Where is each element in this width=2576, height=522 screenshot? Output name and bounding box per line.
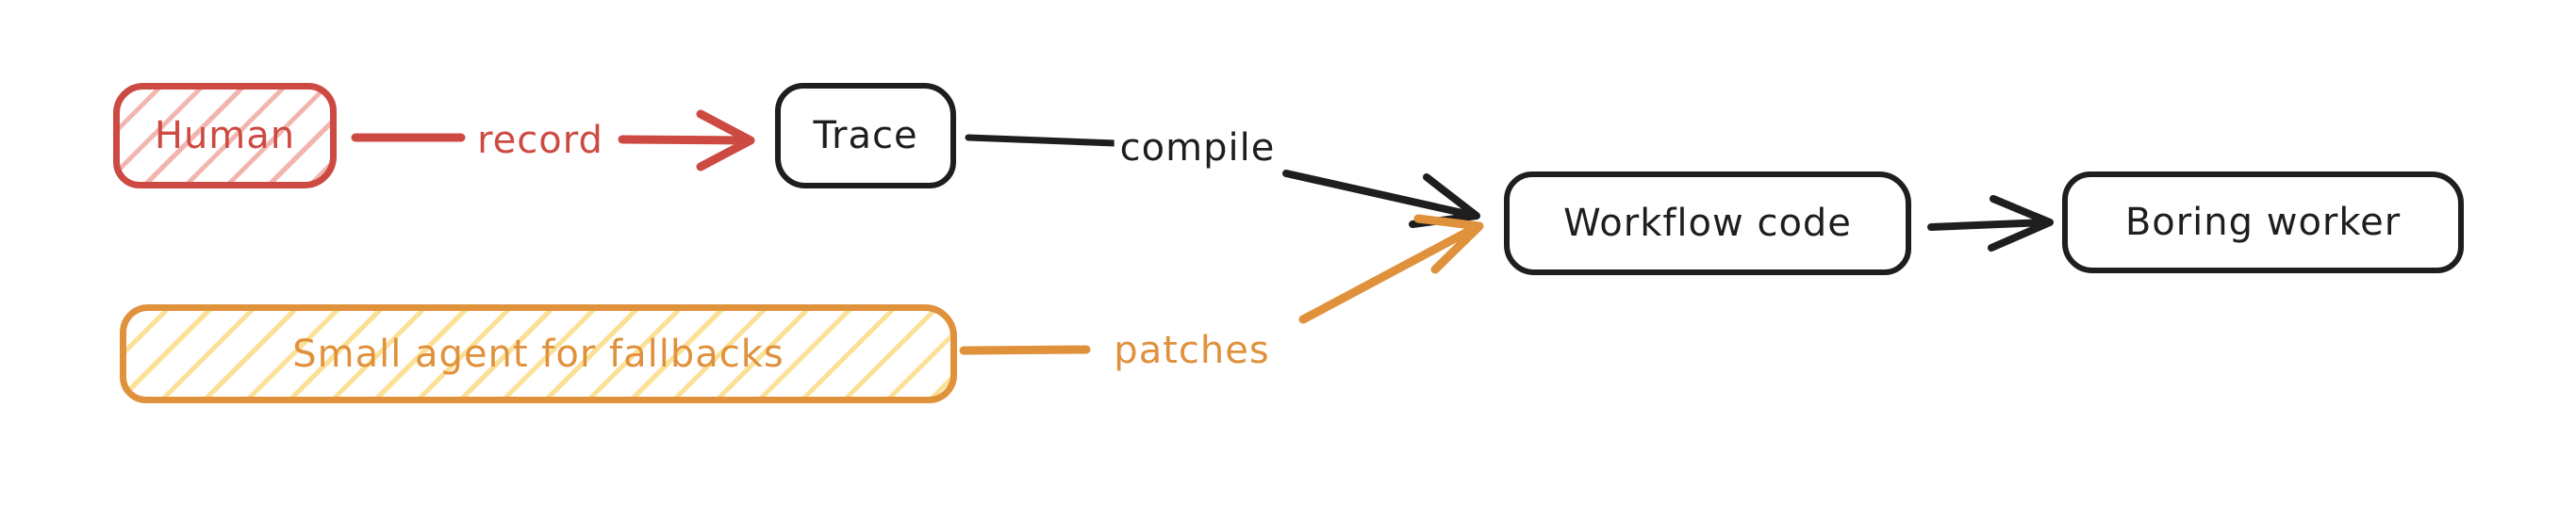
edge-record-label: record	[471, 119, 609, 162]
node-boring-worker-box: Boring worker	[2062, 171, 2464, 273]
deploy-arrowhead	[1988, 195, 2054, 252]
patches-arrowhead	[1413, 214, 1484, 274]
compile-arrowhead	[1409, 173, 1480, 228]
edge-patches-label: patches	[1108, 329, 1276, 372]
node-boring-worker-label: Boring worker	[2124, 201, 2402, 244]
node-human-label: Human	[154, 114, 296, 157]
node-workflow-code-label: Workflow code	[1563, 202, 1852, 245]
edge-deploy-arrow	[1927, 195, 2054, 252]
node-human-box: Human	[113, 83, 337, 188]
node-trace-box: Trace	[775, 83, 956, 188]
node-workflow-code-box: Workflow code	[1504, 171, 1911, 275]
edge-compile-label: compile	[1114, 126, 1281, 170]
node-small-agent-box: Small agent for fallbacks	[120, 304, 957, 403]
node-trace-label: Trace	[813, 114, 918, 157]
node-small-agent-label: Small agent for fallbacks	[292, 332, 784, 376]
record-arrowhead	[696, 109, 755, 171]
